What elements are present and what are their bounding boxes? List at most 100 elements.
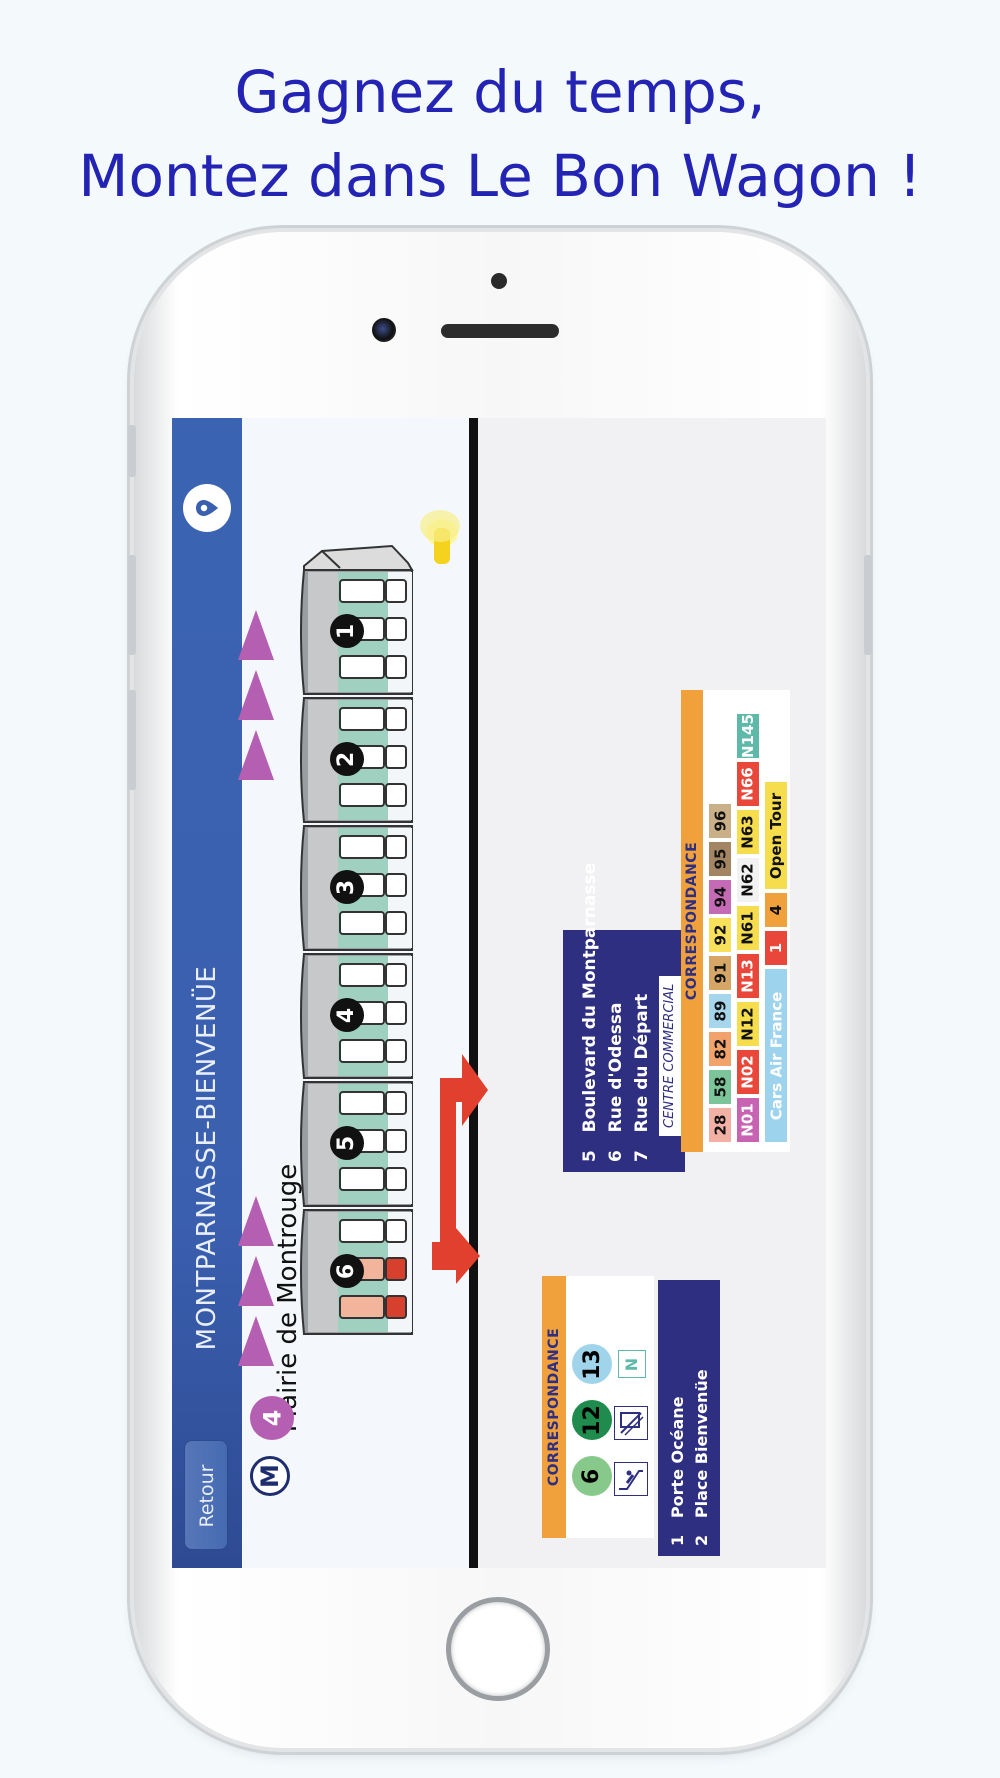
location-button[interactable] [183,484,231,532]
exit-item[interactable]: 2 Place Bienvenüe [692,1369,711,1546]
car-number-3: 3 [330,870,364,904]
bus-line-label: N145 [739,714,757,758]
bus-line-badge[interactable]: 4 [765,893,787,927]
metro-line-6-badge[interactable]: 6 [572,1456,612,1496]
bus-line-badge[interactable]: N63 [737,810,759,854]
noctilien-icon: N [618,1350,646,1378]
metro-logo-icon: M [250,1456,290,1496]
metro-line-12-badge[interactable]: 12 [572,1400,612,1440]
direction-arrow-icon [238,1316,274,1366]
bus-line-badge[interactable]: 96 [709,804,731,838]
bus-line-badge[interactable]: N62 [737,858,759,902]
front-camera [372,318,396,342]
volume-down-button [128,690,136,790]
train-diagram [300,510,460,1335]
direction-arrow-icon [238,670,274,720]
metro-correspondance-panel: CORRESPONDANCE 6 12 13 N [542,1276,654,1538]
bus-line-badge[interactable]: 95 [709,842,731,876]
bus-line-badge[interactable]: 94 [709,880,731,914]
back-button[interactable]: Retour [184,1440,228,1550]
correspondance-title: CORRESPONDANCE [684,841,700,1001]
bus-line-badge[interactable]: 89 [709,994,731,1028]
bus-line-badge[interactable]: N61 [737,906,759,950]
car-number-6: 6 [330,1254,364,1288]
bus-line-label: 1 [767,942,785,954]
bus-line-badge[interactable]: 82 [709,1032,731,1066]
direction-arrow-icon [238,1196,274,1246]
track-line [469,418,478,1568]
bus-line-label: N62 [739,863,757,897]
bus-line-label: N01 [739,1103,757,1137]
car-number-4: 4 [330,998,364,1032]
bus-line-label: 28 [711,1114,729,1136]
direction-arrow-icon [238,610,274,660]
headlight-icon [420,510,460,564]
exit-item[interactable]: 1 Porte Océane [668,1396,687,1546]
exit-item[interactable]: 7 Rue du Départ [632,993,652,1162]
car-number-5: 5 [330,1126,364,1160]
bus-line-badge[interactable]: 58 [709,1070,731,1104]
header-bar: MONTPARNASSE-BIENVENÜE Retour [172,418,242,1568]
street-exits-panel: 5 Boulevard du Montparnasse 6 Rue d'Odes… [563,863,685,1172]
correspondance-band: CORRESPONDANCE [542,1276,566,1538]
car-number-1: 1 [330,614,364,648]
station-exits-panel: 1 Porte Océane 2 Place Bienvenüe [658,1280,720,1556]
bus-line-label: 58 [711,1076,729,1098]
bus-line-badge[interactable]: N02 [737,1050,759,1094]
bus-line-label: N66 [739,767,757,801]
escalator-icon [614,1462,648,1496]
bus-line-label: 94 [711,886,729,908]
location-pin-icon [196,500,218,516]
bus-line-label: 95 [711,848,729,870]
proximity-sensor [491,273,507,289]
bus-line-label: N02 [739,1055,757,1089]
bus-line-badge[interactable]: Cars Air France [765,969,787,1142]
line-badge: 4 [250,1396,294,1440]
mute-switch [128,425,136,477]
bus-line-label: Open Tour [767,792,785,879]
train-icon [614,1406,648,1440]
direction-arrow-icon [238,1256,274,1306]
promo-headline-line2: Montez dans Le Bon Wagon ! [78,142,922,210]
correspondance-title: CORRESPONDANCE [546,1327,562,1487]
bus-line-label: N13 [739,959,757,993]
app-screen: MONTPARNASSE-BIENVENÜE Retour Mairie de … [172,418,826,1568]
bus-line-badge[interactable]: N66 [737,762,759,806]
bus-line-badge[interactable]: 28 [709,1108,731,1142]
bus-line-badge[interactable]: 92 [709,918,731,952]
bus-line-badge[interactable]: N01 [737,1098,759,1142]
correspondance-band: CORRESPONDANCE [681,690,703,1152]
volume-up-button [128,555,136,655]
bus-line-label: 91 [711,962,729,984]
bus-line-badge[interactable]: 1 [765,931,787,965]
bus-line-badge[interactable]: Open Tour [765,782,787,889]
bus-line-label: N63 [739,815,757,849]
home-button[interactable] [446,1597,550,1701]
direction-arrow-icon [238,730,274,780]
train-car-3 [300,825,413,951]
station-exits-list: 1 Porte Océane 2 Place Bienvenüe [666,1369,714,1546]
bus-line-badge[interactable]: N13 [737,954,759,998]
bus-line-label: 96 [711,810,729,832]
metro-line-13-badge[interactable]: 13 [572,1344,612,1384]
earpiece-speaker [441,324,559,338]
power-button [864,555,872,655]
bus-line-badge[interactable]: N145 [737,714,759,758]
street-exits-list: 5 Boulevard du Montparnasse 6 Rue d'Odes… [577,863,681,1162]
bus-line-label: Cars Air France [767,991,786,1120]
bus-line-label: 4 [767,904,785,916]
exit-item[interactable]: 6 Rue d'Odessa [606,1002,626,1162]
car-number-2: 2 [330,742,364,776]
bus-line-label: 89 [711,1000,729,1022]
bus-line-label: N12 [739,1007,757,1041]
promo-headline-line1: Gagnez du temps, [234,58,766,126]
exit-item[interactable]: 5 Boulevard du Montparnasse [580,862,600,1162]
exit-arrows [432,1054,488,1284]
bus-line-label: 92 [711,924,729,946]
bus-line-badge[interactable]: N12 [737,1002,759,1046]
bus-line-badge[interactable]: 91 [709,956,731,990]
bus-line-label: 82 [711,1038,729,1060]
mall-tag: CENTRE COMMERCIAL [659,975,681,1136]
bus-line-label: N61 [739,911,757,945]
